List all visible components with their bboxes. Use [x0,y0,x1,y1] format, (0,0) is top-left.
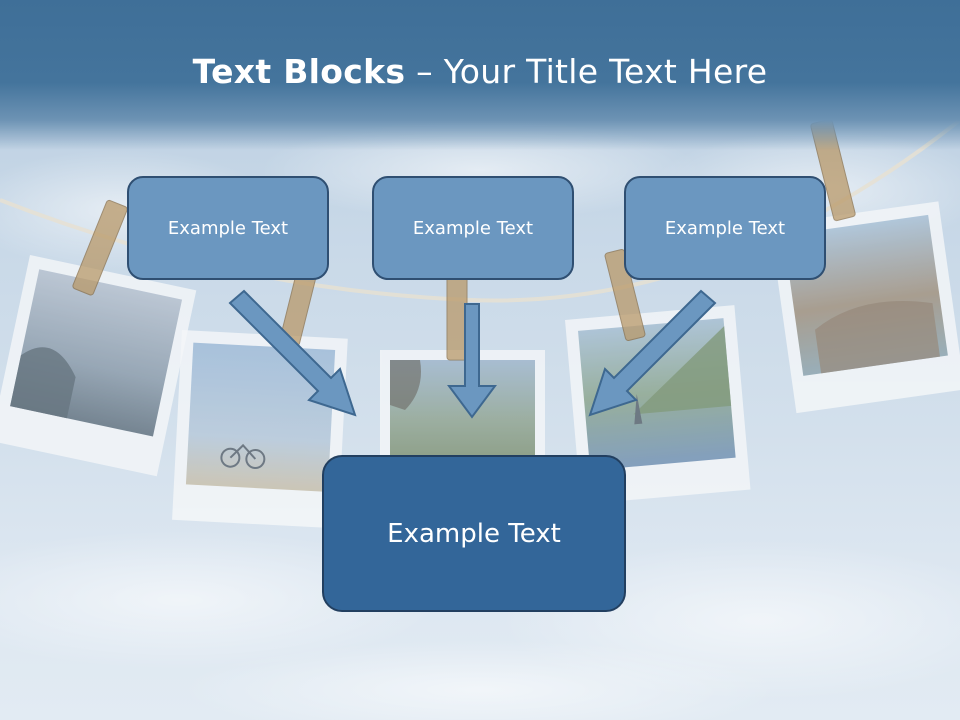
slide-title: Text Blocks – Your Title Text Here [0,52,960,91]
text-block-3-label: Example Text [664,217,786,239]
title-rest: Your Title Text Here [443,52,768,91]
arrow-right-icon [588,289,717,417]
arrow-down-icon [447,303,497,419]
main-text-block-label: Example Text [387,518,561,549]
text-block-1[interactable]: Example Text [127,176,329,280]
text-block-1-label: Example Text [167,217,289,239]
header-band [0,0,960,150]
text-block-2-label: Example Text [412,217,534,239]
text-block-3[interactable]: Example Text [624,176,826,280]
title-dash: – [405,52,444,91]
text-block-2[interactable]: Example Text [372,176,574,280]
title-bold-part: Text Blocks [192,52,406,91]
arrow-left-icon [228,289,357,417]
main-text-block[interactable]: Example Text [322,455,626,612]
